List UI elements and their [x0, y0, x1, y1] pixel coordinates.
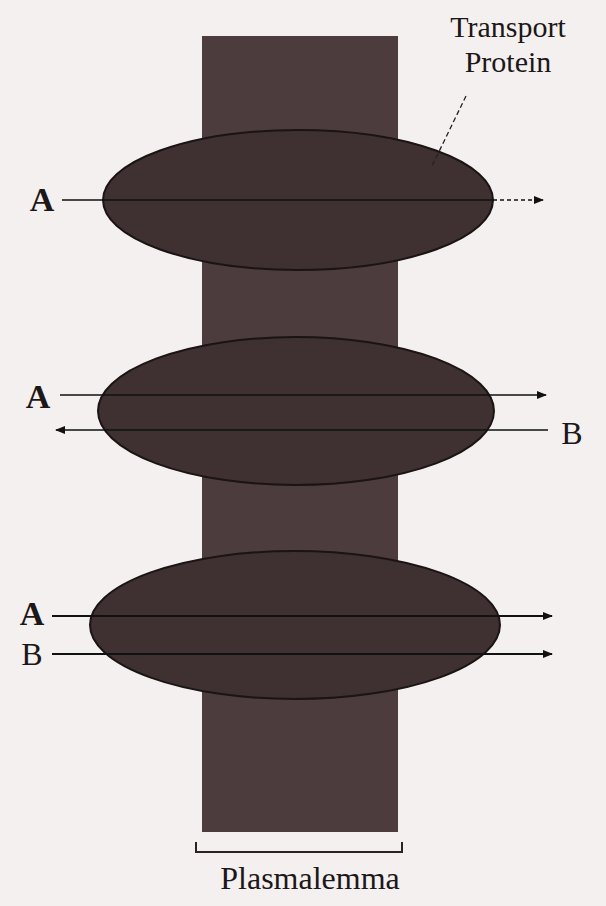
solute-label: A — [20, 594, 45, 633]
symport-protein — [90, 551, 500, 699]
solute-label: A — [26, 377, 51, 416]
membrane-bracket — [196, 842, 402, 852]
flux-line — [62, 199, 493, 201]
part-label: Transport Protein — [418, 10, 598, 79]
solute-label: B — [561, 415, 582, 452]
flux-arrow — [60, 394, 546, 396]
flux-arrow — [56, 429, 548, 431]
flux-arrow — [52, 615, 552, 617]
leader-line — [432, 96, 466, 166]
part-label: Plasmalemma — [220, 860, 400, 897]
antiport-protein — [98, 337, 494, 485]
flux-arrow — [52, 653, 552, 655]
flux-arrow — [493, 199, 543, 200]
solute-label: A — [30, 180, 55, 219]
solute-label: B — [21, 636, 42, 673]
